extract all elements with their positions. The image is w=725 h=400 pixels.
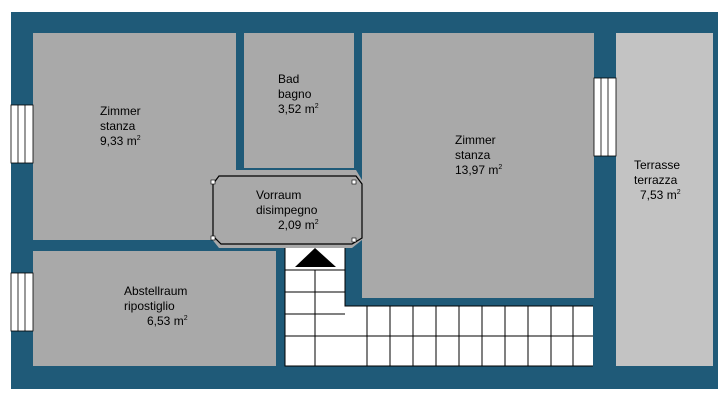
room-name-it: terrazza [634, 173, 678, 187]
window-left-lower [10, 272, 34, 332]
room-bad [244, 33, 354, 168]
room-name-de: Bad [278, 72, 299, 86]
room-area: 7,53 m2 [640, 188, 681, 202]
label-bad: Bad bagno 3,52 m2 [278, 72, 319, 116]
room-name-de: Zimmer [455, 133, 496, 147]
room-zimmer-left [33, 33, 236, 240]
label-zimmer-right: Zimmer stanza 13,97 m2 [455, 133, 502, 177]
room-terrasse [616, 33, 713, 366]
room-name-it: bagno [278, 87, 312, 101]
label-abstellraum: Abstellraum ripostiglio 6,53 m2 [124, 284, 188, 328]
room-name-de: Vorraum [256, 188, 301, 202]
room-name-it: disimpegno [256, 203, 318, 217]
vorraum-corner-marks [210, 179, 357, 243]
room-area: 6,53 m2 [147, 314, 188, 328]
vorraum-outline [212, 175, 363, 245]
room-area: 9,33 m2 [100, 134, 141, 148]
window-terrace-door [593, 77, 617, 157]
room-zimmer-right [362, 33, 594, 298]
room-name-it: stanza [455, 148, 491, 162]
room-abstellraum [33, 251, 276, 366]
window-left-upper [10, 104, 34, 164]
room-name-it: ripostiglio [124, 299, 175, 313]
room-area: 2,09 m2 [278, 218, 319, 232]
room-name-de: Terrasse [634, 158, 680, 172]
label-terrasse: Terrasse terrazza 7,53 m2 [634, 158, 681, 202]
staircase [284, 248, 593, 367]
room-area: 13,97 m2 [455, 163, 502, 177]
room-name-it: stanza [100, 119, 136, 133]
room-name-de: Zimmer [100, 104, 141, 118]
label-zimmer-left: Zimmer stanza 9,33 m2 [100, 104, 141, 148]
stair-direction-arrow [295, 248, 336, 267]
label-vorraum: Vorraum disimpegno 2,09 m2 [256, 188, 319, 232]
room-name-de: Abstellraum [124, 284, 187, 298]
room-area: 3,52 m2 [278, 102, 319, 116]
room-vorraum [211, 170, 362, 248]
